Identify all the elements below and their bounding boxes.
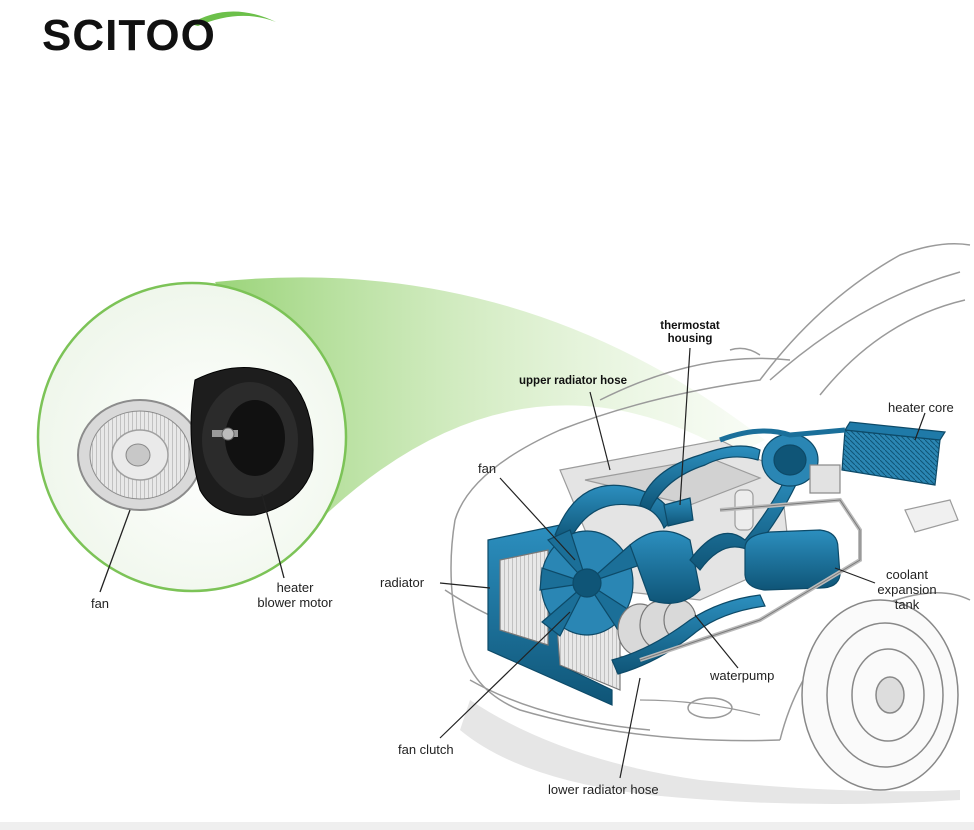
heater-hose-2	[639, 445, 761, 511]
car-shadow	[460, 700, 960, 804]
inset-blower-motor	[36, 281, 348, 593]
label-inset-fan: fan	[90, 596, 110, 611]
label-lower-radiator-hose: lower radiator hose	[548, 782, 659, 797]
leader-waterpump	[694, 614, 739, 669]
logo-swoosh	[190, 11, 276, 26]
label-upper-radiator-hose: upper radiator hose	[519, 375, 627, 387]
blower-fan-wheel	[77, 399, 203, 511]
label-heater-core: heater core	[888, 400, 954, 415]
leader-inset-motor	[261, 493, 285, 579]
leader-upper-hose	[589, 391, 611, 471]
label-coolant-expansion-tank: coolant expansion tank	[877, 567, 937, 612]
coolant-system	[487, 421, 947, 706]
front-wheel	[801, 599, 959, 791]
label-heater-blower-motor: heater blower motor	[257, 580, 333, 610]
leader-inset-fan	[99, 509, 131, 593]
label-fan: fan	[478, 461, 497, 476]
leader-thermostat	[679, 347, 691, 506]
car-body	[444, 243, 971, 742]
leader-radiator	[439, 582, 491, 589]
fan-clutch-part	[617, 599, 697, 657]
leader-fan	[499, 477, 576, 561]
blower-motor-body	[190, 367, 314, 516]
bottom-strip	[0, 822, 974, 830]
label-radiator: radiator	[380, 575, 425, 590]
leader-coolant-tank	[834, 567, 876, 584]
label-waterpump: waterpump	[710, 668, 775, 683]
cooling-fan	[539, 529, 641, 637]
label-fan-clutch: fan clutch	[398, 742, 454, 757]
svg-text:SCITOO: SCITOO	[42, 11, 216, 56]
leader-heater-core	[914, 412, 926, 441]
leader-fan-clutch	[439, 611, 571, 739]
coolant-tank-part	[744, 529, 841, 591]
thermostat-part	[663, 497, 694, 527]
leader-lower-hose	[619, 677, 641, 779]
highlight-beam	[215, 277, 765, 520]
scitoo-logo: SCITOO	[42, 11, 276, 56]
leader-lines	[439, 347, 926, 779]
label-thermostat-housing: thermostat housing	[660, 320, 720, 345]
